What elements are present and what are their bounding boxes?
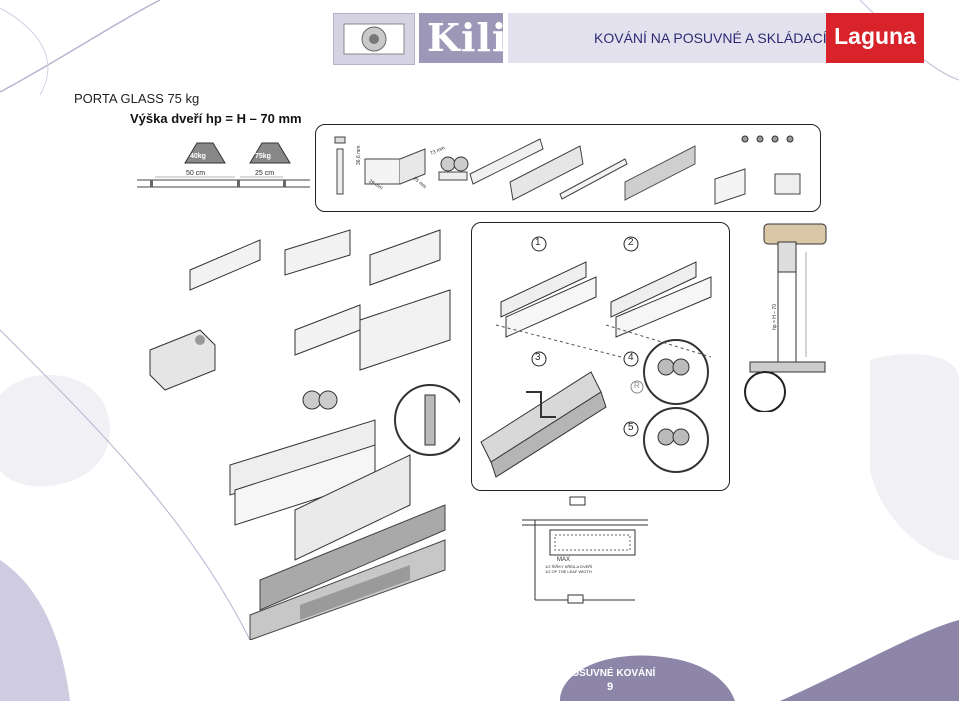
footer-section-title: POSUVNÉ KOVÁNÍ: [564, 668, 656, 679]
product-name: PORTA GLASS 75 kg: [74, 91, 200, 106]
page-number: 9: [606, 681, 614, 693]
kili-logo: Kili: [419, 13, 506, 63]
step-4-label: 4: [628, 352, 634, 363]
height-formula: Výška dveří hp = H – 70 mm: [130, 111, 302, 126]
plan-max-label: MAX: [557, 557, 571, 563]
dim-36-label: 36,6 mm: [356, 145, 362, 165]
roller-logo-icon: [343, 23, 405, 55]
step-5-label: 5: [628, 422, 634, 433]
laguna-logo: Laguna: [826, 13, 924, 63]
weight-rail-drawing: [137, 142, 310, 188]
registered-mark: R: [634, 381, 640, 390]
steps-drawing: [480, 236, 712, 478]
laguna-brand-text: Laguna: [834, 23, 916, 49]
kili-brand-text: Kili: [427, 15, 508, 60]
step-3-label: 3: [535, 352, 541, 363]
length-50-label: 50 cm: [186, 170, 206, 177]
hardware-logo-box: [333, 13, 415, 65]
plan-note-en: 1/2 OF THE LEAF WIDTH: [545, 569, 592, 574]
step-1-label: 1: [535, 237, 541, 248]
weight-40-label: 40kg: [190, 153, 206, 160]
plan-note-cz: 1/2 ŠÍŘKY KŘÍDLA DVEŘÍ: [545, 564, 593, 569]
length-25-label: 25 cm: [255, 170, 275, 177]
section-height-label: hp = H – 70: [772, 304, 778, 330]
plan-drawing: [522, 496, 648, 604]
section-drawing: [744, 223, 827, 412]
assembly-drawing: [149, 229, 460, 640]
footer-shape: [560, 620, 959, 701]
header-title: KOVÁNÍ NA POSUVNÉ A SKLÁDACÍ DVEŘE: [594, 30, 879, 46]
weight-75-label: 75kg: [255, 153, 271, 160]
header-band: [508, 13, 826, 63]
step-2-label: 2: [628, 237, 634, 248]
components-drawing: [334, 135, 801, 205]
